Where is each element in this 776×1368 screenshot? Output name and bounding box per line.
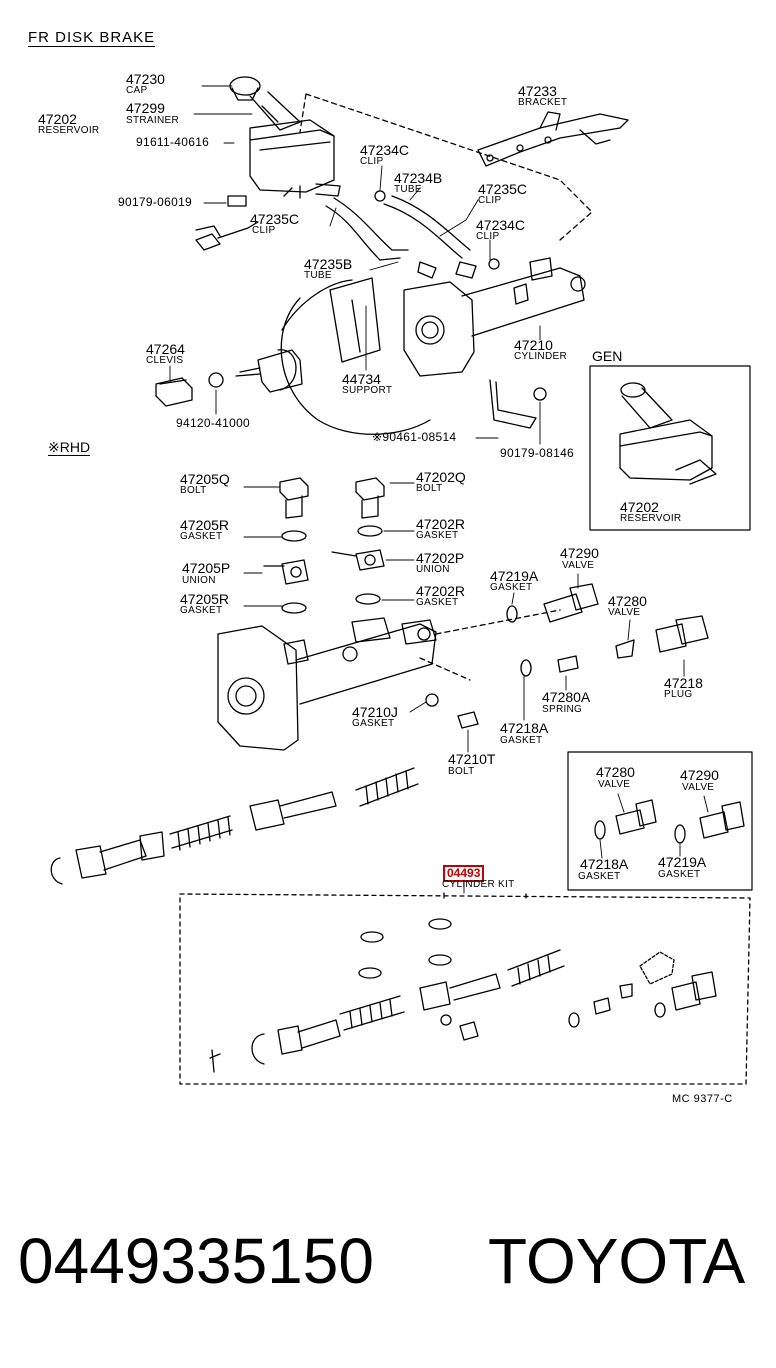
callout-47280a: 47280A [542, 689, 591, 705]
section-label-gen: GEN [592, 348, 623, 364]
callout-47205q-name: BOLT [180, 485, 207, 496]
section-label-rhd: ※RHD [48, 439, 91, 456]
callout-47235c-a-name: CLIP [252, 225, 276, 236]
callout-47230-name: CAP [126, 85, 148, 96]
callout-47219a-name: GASKET [490, 582, 533, 593]
callout-47219a-inset: 47219A [658, 854, 707, 870]
callout-90461-08514: ※90461-08514 [372, 430, 457, 444]
pistons-and-springs [50, 767, 419, 885]
callout-47219a: 47219A [490, 568, 539, 584]
callout-47264: 47264 [146, 341, 185, 357]
callout-47234c-a: 47234C [360, 142, 410, 158]
callout-47264-name: CLEVIS [146, 355, 184, 366]
callout-47210t: 47210T [448, 751, 496, 767]
callout-47280a-name: SPRING [542, 704, 583, 715]
cylinder-kit-box [179, 892, 751, 1085]
callout-47210j: 47210J [352, 704, 398, 720]
reservoir-tubes [325, 190, 500, 279]
callout-47210-name: CYLINDER [514, 351, 567, 362]
callout-47202p: 47202P [416, 550, 465, 566]
gen-reservoir-box [589, 365, 751, 531]
callout-47202q-name: BOLT [416, 483, 443, 494]
reservoir-assembly [195, 76, 341, 251]
footer-part-number: 0449335150 [18, 1225, 374, 1297]
callout-47234c-a-name: CLIP [360, 156, 384, 167]
callout-90179-08146: 90179-08146 [500, 446, 575, 460]
callout-47205r-a: 47205R [180, 517, 230, 533]
callout-47202-gen-name: RESERVOIR [620, 513, 682, 524]
callout-47218a-inset-name: GASKET [578, 871, 621, 882]
callout-47210: 47210 [514, 337, 553, 353]
cylinder-kit-part-code: 04493 [443, 865, 485, 882]
callout-47218-name: PLUG [664, 689, 693, 700]
dashed-leader-box [299, 93, 593, 241]
valve-inset-box [567, 751, 753, 891]
callout-47233: 47233 [518, 83, 557, 99]
leader-lines [169, 85, 709, 894]
callout-47290: 47290 [560, 545, 599, 561]
callout-47202p-name: UNION [416, 564, 450, 575]
callout-47234c-b: 47234C [476, 217, 526, 233]
bolts-unions-gaskets [263, 477, 385, 614]
callout-47202-name: RESERVOIR [38, 125, 100, 136]
clevis-and-nut [155, 372, 224, 407]
callout-47202r-a-name: GASKET [416, 530, 459, 541]
callout-47280: 47280 [608, 593, 647, 609]
callout-94120-41000: 94120-41000 [176, 416, 251, 430]
callout-47235c-b-name: CLIP [478, 195, 502, 206]
callout-47205r-b-name: GASKET [180, 605, 223, 616]
callout-47218a: 47218A [500, 720, 549, 736]
callout-47235b: 47235B [304, 256, 353, 272]
cylinder-kit-name: CYLINDER KIT [442, 879, 515, 890]
callout-47280-inset-name: VALVE [598, 779, 631, 790]
callout-44734: 44734 [342, 371, 381, 387]
callout-47234b-name: TUBE [394, 184, 422, 195]
callout-90179-06019: 90179-06019 [118, 195, 193, 209]
callout-47218: 47218 [664, 675, 703, 691]
callout-47280-inset: 47280 [596, 764, 635, 780]
callout-47235c-b: 47235C [478, 181, 528, 197]
callout-47210t-name: BOLT [448, 766, 475, 777]
callout-47290-name: VALVE [562, 560, 595, 571]
callout-47290-inset: 47290 [680, 767, 719, 783]
callout-47202-gen: 47202 [620, 499, 659, 515]
callout-47218a-inset: 47218A [580, 856, 629, 872]
callout-44734-name: SUPPORT [342, 385, 393, 396]
diagram-title: FR DISK BRAKE [28, 29, 156, 47]
callout-47202r-b: 47202R [416, 583, 466, 599]
callout-47205r-b: 47205R [180, 591, 230, 607]
callout-47205q: 47205Q [180, 471, 230, 487]
callout-47290-inset-name: VALVE [682, 782, 715, 793]
callout-47235b-name: TUBE [304, 270, 332, 281]
bracket [477, 111, 629, 167]
callout-47299: 47299 [126, 100, 165, 116]
callout-47299-name: STRAINER [126, 115, 179, 126]
callout-47202: 47202 [38, 111, 77, 127]
callout-47280-name: VALVE [608, 607, 641, 618]
master-cylinder-body [217, 609, 561, 751]
figure-code: MC 9377-C [672, 1093, 733, 1105]
callout-47202r-a: 47202R [416, 516, 466, 532]
callout-47205p: 47205P [182, 560, 231, 576]
callout-47218a-name: GASKET [500, 735, 543, 746]
callout-91611-40616: 91611-40616 [136, 135, 210, 149]
callout-47210j-name: GASKET [352, 718, 395, 729]
valves-and-plug [425, 583, 709, 729]
callout-47233-name: BRACKET [518, 97, 568, 108]
callout-47235c-a: 47235C [250, 211, 300, 227]
callout-47234b: 47234B [394, 170, 443, 186]
callout-47202r-b-name: GASKET [416, 597, 459, 608]
callout-47205r-a-name: GASKET [180, 531, 223, 542]
callout-47234c-b-name: CLIP [476, 231, 500, 242]
master-cylinder-top [403, 257, 586, 429]
callout-47202q: 47202Q [416, 469, 466, 485]
brake-booster [235, 277, 431, 435]
callout-47205p-name: UNION [182, 575, 216, 586]
footer-brand: TOYOTA [488, 1225, 746, 1297]
callout-47219a-inset-name: GASKET [658, 869, 701, 880]
callout-47230: 47230 [126, 71, 165, 87]
